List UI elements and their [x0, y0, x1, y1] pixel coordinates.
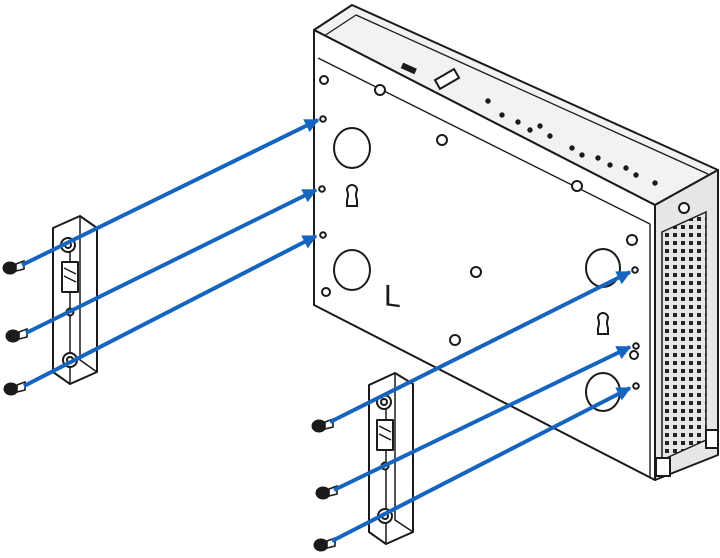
large-hole [585, 372, 621, 412]
side-foot [655, 457, 671, 477]
top-screw [678, 202, 690, 214]
mount-hole [318, 185, 326, 193]
arrow [333, 345, 632, 492]
arrow [25, 188, 318, 335]
large-hole [333, 249, 371, 291]
screws [2, 259, 338, 552]
side-vent [661, 210, 707, 462]
mount-hole [631, 266, 639, 274]
side-foot [705, 429, 719, 449]
screw [2, 259, 25, 275]
port-slot [400, 62, 417, 75]
mount-hole [319, 115, 327, 123]
arrow [23, 234, 318, 388]
top-screw [571, 180, 583, 192]
keyhole-slot [596, 312, 610, 335]
din-rail-clip-left [52, 215, 98, 385]
arrow [331, 386, 632, 543]
arrow [329, 270, 632, 424]
mount-hole [319, 231, 327, 239]
device-back-face [313, 29, 656, 481]
screw [3, 380, 26, 396]
mount-hole [632, 382, 640, 390]
din-rail-clip-right [368, 372, 414, 545]
top-screw [374, 84, 386, 96]
large-hole [333, 127, 371, 169]
arrow [21, 118, 320, 267]
screw [315, 484, 338, 500]
arrows [21, 118, 632, 543]
mount-hole [632, 342, 640, 350]
back-face-holes [318, 75, 640, 412]
port-block [433, 67, 461, 91]
screw [5, 327, 28, 343]
keyhole-slot [345, 184, 359, 207]
device-top-details [374, 62, 690, 214]
panel-letter: L [384, 279, 401, 314]
